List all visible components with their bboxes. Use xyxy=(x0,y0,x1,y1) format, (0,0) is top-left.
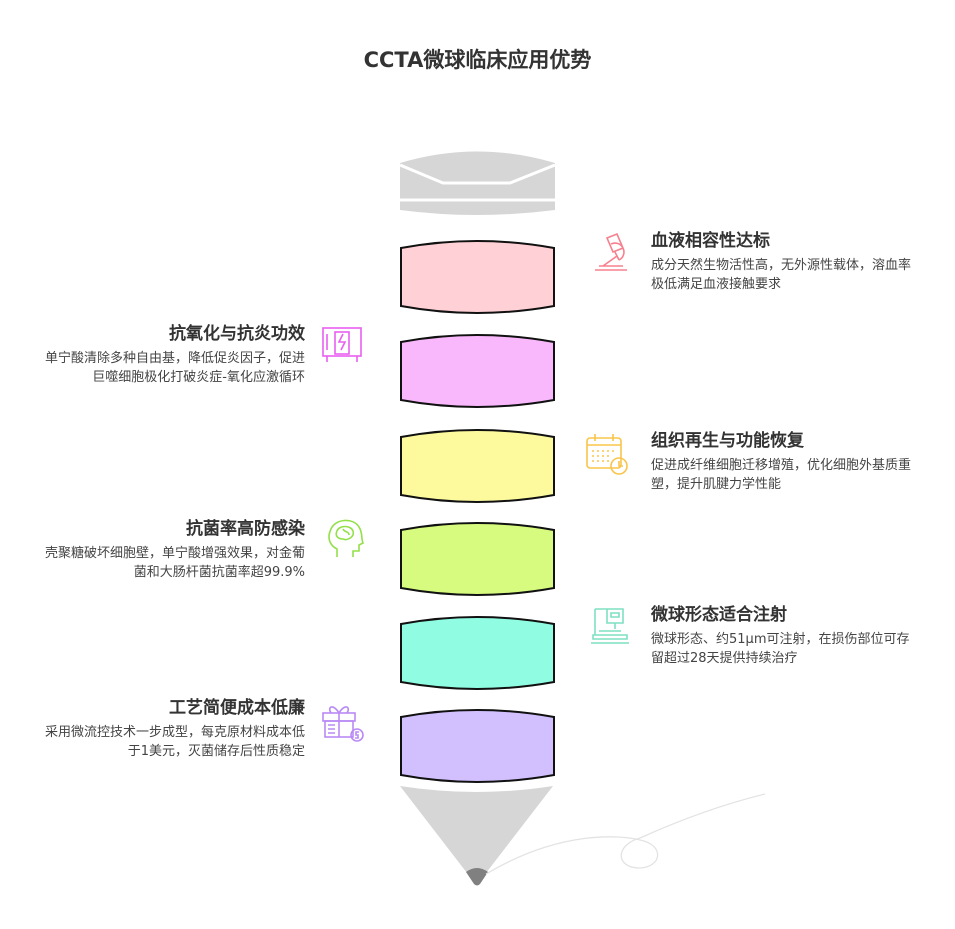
pencil-tip xyxy=(400,786,553,886)
benefit-description: 促进成纤维细胞迁移增殖，优化细胞外基质重塑，提升肌腱力学性能 xyxy=(651,458,912,492)
benefit-item: 血液相容性达标成分天然生物活性高，无外源性载体，溶血率极低满足血液接触要求 xyxy=(651,230,921,294)
machine-icon xyxy=(587,603,633,649)
microscope-icon xyxy=(587,230,633,276)
benefit-description: 微球形态、约51μm可注射，在损伤部位可存留超过28天提供持续治疗 xyxy=(651,632,910,666)
page-title: CCTA微球临床应用优势 xyxy=(363,48,592,72)
pencil-cap xyxy=(399,151,556,215)
benefit-description: 采用微流控技术一步成型，每克原材料成本低于1美元，灭菌储存后性质稳定 xyxy=(44,725,305,759)
calendar-clock-icon xyxy=(583,430,629,476)
benefit-title: 组织再生与功能恢复 xyxy=(651,431,804,451)
pencil-segment-1 xyxy=(400,240,555,314)
benefit-item: 工艺简便成本低廉采用微流控技术一步成型，每克原材料成本低于1美元，灭菌储存后性质… xyxy=(35,697,305,761)
benefit-item: 微球形态适合注射微球形态、约51μm可注射，在损伤部位可存留超过28天提供持续治… xyxy=(651,604,921,668)
pencil-segment-4 xyxy=(400,522,555,596)
benefit-title: 微球形态适合注射 xyxy=(651,605,787,625)
benefit-title: 抗氧化与抗炎功效 xyxy=(169,324,305,344)
benefit-item: 抗氧化与抗炎功效单宁酸清除多种自由基，降低促炎因子，促进巨噬细胞极化打破炎症-氧… xyxy=(35,323,305,387)
benefit-title: 血液相容性达标 xyxy=(651,231,770,251)
brain-head-icon xyxy=(323,515,369,561)
benefit-title: 工艺简便成本低廉 xyxy=(169,698,305,718)
benefit-description: 壳聚糖破坏细胞壁，单宁酸增强效果，对金葡菌和大肠杆菌抗菌率超99.9% xyxy=(44,546,305,580)
benefit-item: 组织再生与功能恢复促进成纤维细胞迁移增殖，优化细胞外基质重塑，提升肌腱力学性能 xyxy=(651,430,921,494)
pencil-segment-6 xyxy=(400,709,555,783)
pencil-segment-3 xyxy=(400,429,555,503)
pencil-segment-5 xyxy=(400,616,555,690)
gift-dollar-icon xyxy=(319,697,365,743)
benefit-description: 成分天然生物活性高，无外源性载体，溶血率极低满足血液接触要求 xyxy=(651,258,912,292)
scribble-line xyxy=(485,793,766,875)
benefit-description: 单宁酸清除多种自由基，降低促炎因子，促进巨噬细胞极化打破炎症-氧化应激循环 xyxy=(44,351,305,385)
pencil-segment-2 xyxy=(400,334,555,408)
benefit-item: 抗菌率高防感染壳聚糖破坏细胞壁，单宁酸增强效果，对金葡菌和大肠杆菌抗菌率超99.… xyxy=(35,518,305,582)
benefit-title: 抗菌率高防感染 xyxy=(186,519,305,539)
generator-icon xyxy=(319,320,365,366)
